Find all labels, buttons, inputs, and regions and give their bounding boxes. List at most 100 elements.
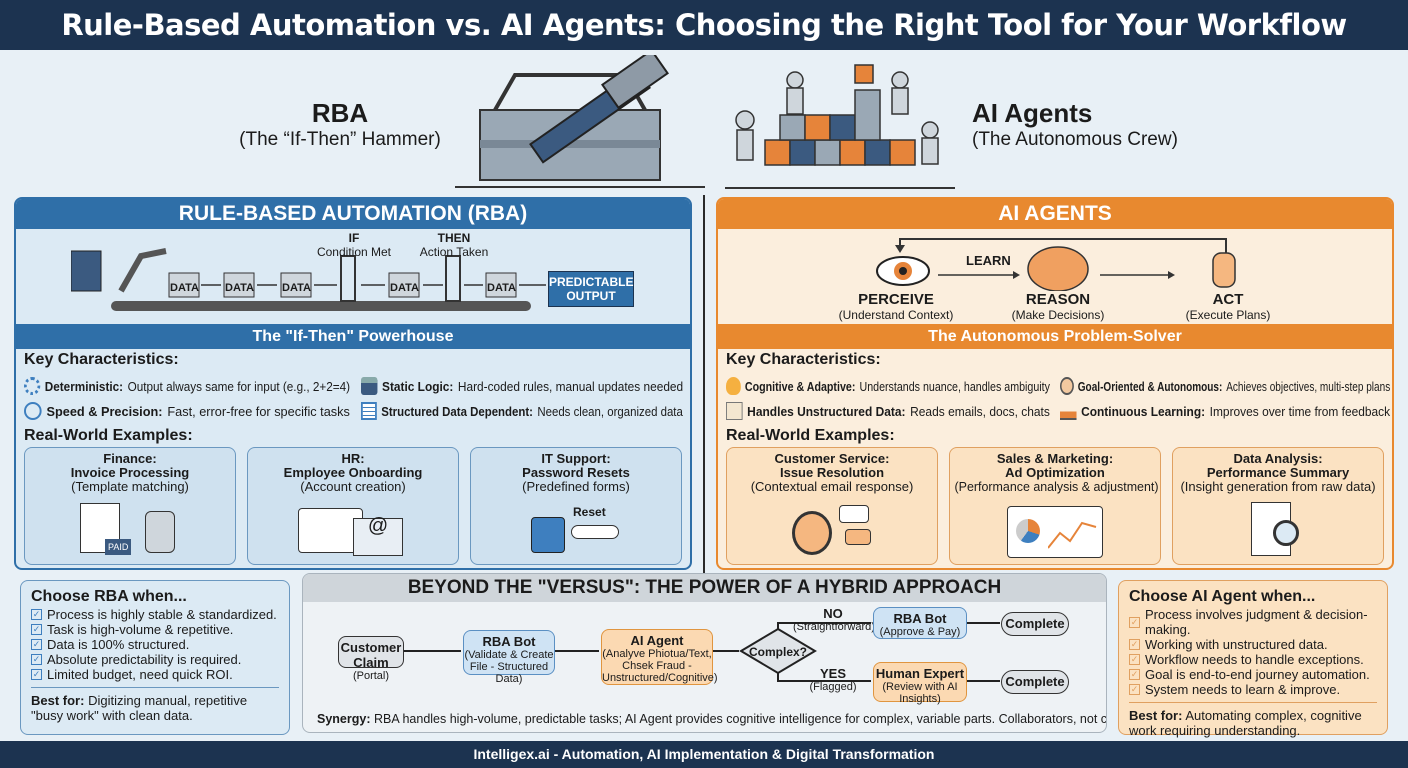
ai-panel: AI AGENTS LEARN PERCEIVE(Understand Cont… (716, 197, 1394, 570)
cycle-step-act: ACT(Execute Plans) (1185, 291, 1271, 322)
checkbox-icon: ✓ (31, 609, 42, 620)
hero-rba-label: RBA (The “If-Then” Hammer) (230, 98, 450, 151)
padlock-reset-icon: Reset (521, 503, 631, 558)
example-card-finance: Finance:Invoice Processing(Template matc… (24, 447, 236, 565)
characteristic-speed: Speed & Precision:Fast, error-free for s… (24, 402, 350, 420)
predictable-output-box: PREDICTABLE OUTPUT (548, 271, 634, 307)
page-title: Rule-Based Automation vs. AI Agents: Cho… (0, 0, 1408, 50)
characteristic-static-logic: Static Logic:Hard-coded rules, manual up… (361, 377, 683, 395)
choose-ai-item: ✓System needs to learn & improve. (1129, 682, 1341, 697)
choose-rba-title: Choose RBA when... (31, 588, 187, 605)
synergy-text: Synergy: RBA handles high-volume, predic… (317, 712, 1107, 726)
stopwatch-icon (24, 402, 42, 420)
table-icon (361, 402, 377, 420)
report-magnifier-icon (1243, 502, 1313, 558)
footer: Intelligex.ai - Automation, AI Implement… (0, 741, 1408, 768)
characteristic-cognitive: Cognitive & Adaptive:Understands nuance,… (726, 377, 1050, 395)
checkbox-icon: ✓ (1129, 639, 1140, 650)
node-complete: Complete (1001, 670, 1069, 694)
data-box-label: DATA (282, 282, 311, 294)
hero-rba-subtitle: (The “If-Then” Hammer) (239, 129, 441, 150)
choose-rba-item: ✓Task is high-volume & repetitive. (31, 622, 234, 637)
conveyor-flow-diagram (71, 248, 546, 311)
headset-chat-icon (787, 503, 877, 558)
choose-ai-box: Choose AI Agent when... ✓Process involve… (1118, 580, 1388, 738)
choose-ai-item: ✓Workflow needs to handle exceptions. (1129, 652, 1364, 667)
node-customer-claim: Customer Claim(Portal) (338, 636, 404, 682)
rba-panel: RULE-BASED AUTOMATION (RBA) DATA DATA DA… (14, 197, 692, 570)
characteristic-deterministic: Deterministic:Output always same for inp… (24, 377, 350, 395)
hero-rba-title: RBA (311, 98, 369, 128)
toolbox-hammer-illustration (455, 55, 705, 188)
example-card-it-support: IT Support:Password Resets(Predefined fo… (470, 447, 682, 565)
branch-yes-label: YES(Flagged) (809, 666, 857, 693)
gear-icon (24, 377, 41, 395)
example-card-data-analysis: Data Analysis:Performance Summary(Insigh… (1172, 447, 1384, 565)
choose-ai-item: ✓Goal is end-to-end journey automation. (1129, 667, 1370, 682)
id-card-envelope-icon: @ (298, 503, 408, 558)
node-rba-bot-approve: RBA Bot(Approve & Pay) (873, 607, 967, 639)
checkbox-icon: ✓ (31, 654, 42, 665)
hybrid-title: BEYOND THE "VERSUS": THE POWER OF A HYBR… (303, 574, 1106, 602)
ai-key-characteristics-title: Key Characteristics: (726, 351, 881, 368)
choose-rba-item: ✓Absolute predictability is required. (31, 652, 242, 667)
choose-rba-item: ✓Data is 100% structured. (31, 637, 190, 652)
perceive-reason-act-cycle (876, 238, 1236, 291)
choose-rba-best-for: Best for: Digitizing manual, repetitive … (31, 693, 248, 723)
node-ai-agent: AI Agent(Analyve Phiotua/Text, Chsek Fra… (601, 629, 718, 685)
robot-crew-illustration (725, 64, 955, 189)
branch-no-label: NO(Straightforward) (793, 606, 875, 633)
analytics-dashboard-icon (1007, 506, 1103, 558)
node-complete: Complete (1001, 612, 1069, 636)
choose-ai-title: Choose AI Agent when... (1129, 588, 1316, 605)
choose-rba-item: ✓Limited budget, need quick ROI. (31, 667, 233, 682)
ai-examples-title: Real-World Examples: (726, 427, 895, 444)
node-rba-bot-validate: RBA Bot(Validate & Create File - Structu… (463, 630, 555, 685)
hero-ai-title: AI Agents (972, 98, 1093, 128)
example-card-sales-marketing: Sales & Marketing:Ad Optimization(Perfor… (949, 447, 1161, 565)
hybrid-approach-section: BEYOND THE "VERSUS": THE POWER OF A HYBR… (302, 573, 1107, 733)
choose-ai-item: ✓Working with unstructured data. (1129, 637, 1328, 652)
checkbox-icon: ✓ (31, 639, 42, 650)
hero-ai-label: AI Agents (The Autonomous Crew) (972, 98, 1192, 151)
choose-rba-item: ✓Process is highly stable & standardized… (31, 607, 277, 622)
cycle-step-reason: REASON(Make Decisions) (1011, 291, 1105, 322)
cycle-step-perceive: PERCEIVE(Understand Context) (838, 291, 954, 322)
lock-icon (361, 377, 378, 395)
characteristic-structured-data: Structured Data Dependent:Needs clean, o… (361, 402, 683, 420)
example-card-hr: HR:Employee Onboarding(Account creation)… (247, 447, 459, 565)
hero-ai-subtitle: (The Autonomous Crew) (972, 129, 1178, 150)
data-box-label: DATA (487, 282, 516, 294)
checkbox-icon: ✓ (31, 624, 42, 635)
rba-examples-title: Real-World Examples: (24, 427, 193, 444)
data-box-label: DATA (225, 282, 254, 294)
rba-key-characteristics-title: Key Characteristics: (24, 351, 179, 368)
data-box-label: DATA (390, 282, 419, 294)
hybrid-flow-arrows (403, 622, 1000, 682)
characteristic-learning: Continuous Learning:Improves over time f… (1060, 402, 1390, 420)
learn-label: LEARN (966, 253, 1011, 268)
choose-rba-box: Choose RBA when... ✓Process is highly st… (20, 580, 290, 735)
choose-ai-item: ✓Process involves judgment & decision-ma… (1129, 607, 1368, 637)
checkbox-icon: ✓ (1129, 654, 1140, 665)
checkbox-icon: ✓ (1129, 684, 1140, 695)
decision-complex: Complex? (748, 645, 807, 659)
rba-subheader: The "If-Then" Powerhouse (16, 324, 690, 349)
ai-subheader: The Autonomous Problem-Solver (718, 324, 1392, 349)
characteristic-unstructured: Handles Unstructured Data:Reads emails, … (726, 402, 1050, 420)
checkbox-icon: ✓ (31, 669, 42, 680)
growth-chart-icon (1060, 402, 1077, 420)
center-divider (703, 195, 705, 573)
compass-icon (1060, 377, 1074, 395)
ai-panel-header: AI AGENTS (718, 199, 1392, 229)
document-icon (726, 402, 743, 420)
checkbox-icon: ✓ (1129, 669, 1140, 680)
node-human-expert: Human Expert(Review with AI Insights) (873, 662, 967, 705)
data-box-label: DATA (170, 282, 199, 294)
example-card-customer-service: Customer Service:Issue Resolution(Contex… (726, 447, 938, 565)
checkbox-icon: ✓ (1129, 616, 1140, 628)
invoice-robot-icon: PAID (75, 503, 185, 558)
characteristic-goal-oriented: Goal-Oriented & Autonomous:Achieves obje… (1060, 377, 1390, 395)
